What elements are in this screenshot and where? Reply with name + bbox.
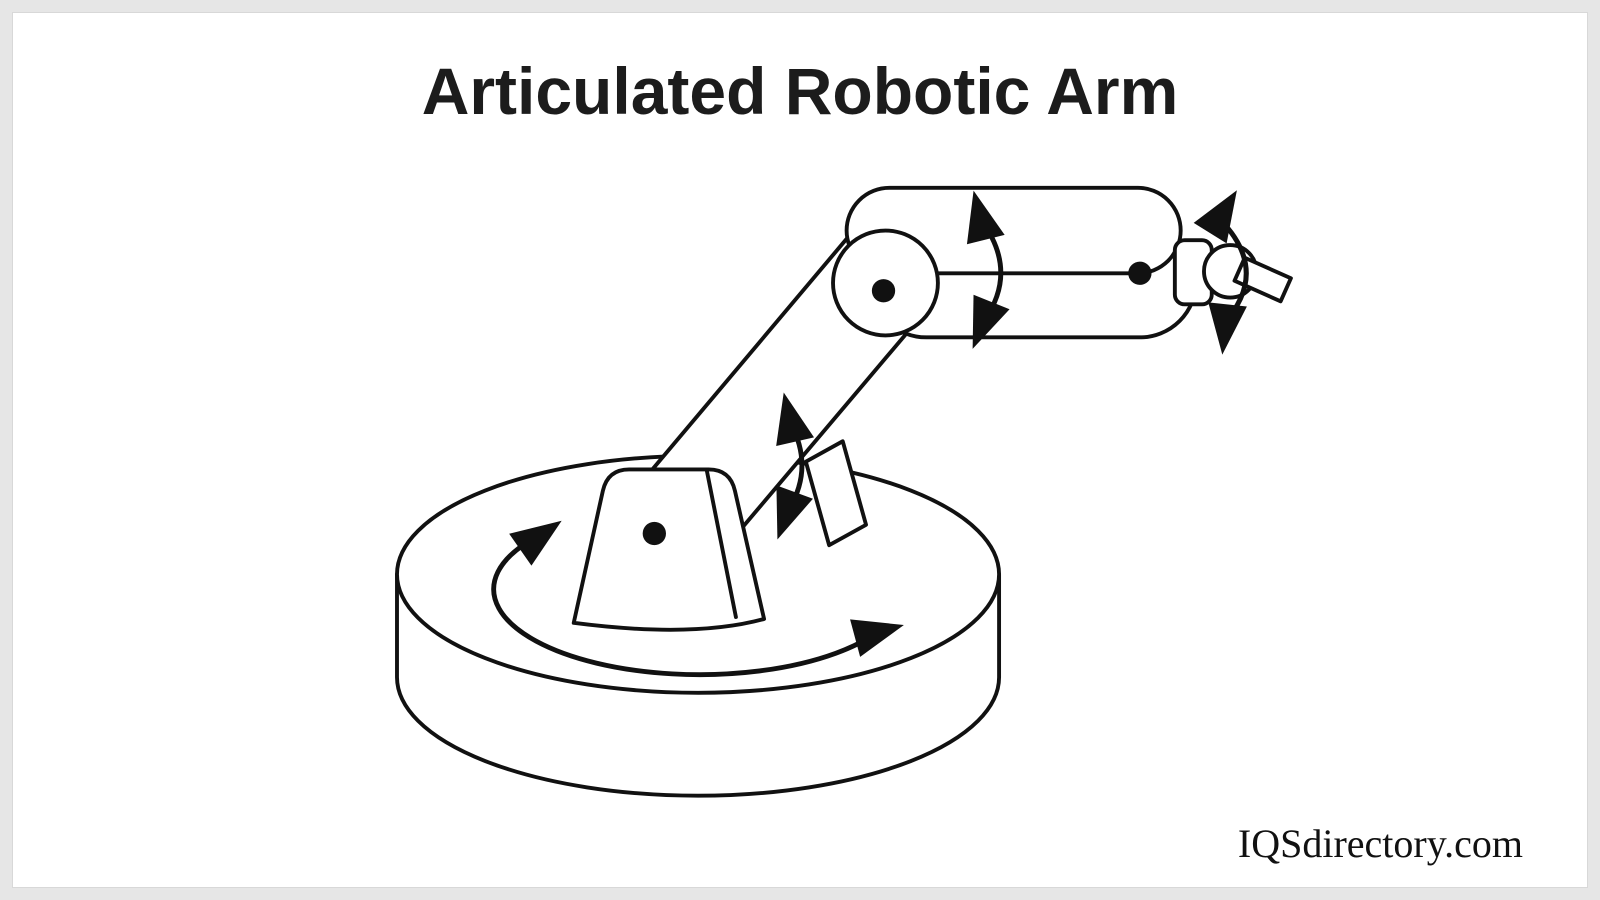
elbow-pitch-arrowhead-up (966, 190, 1005, 245)
base-rotation-arrow (491, 538, 887, 678)
shoulder-mount-side-edge (704, 468, 738, 619)
wrist-pitch-arrowhead-up (1193, 190, 1237, 244)
robot-arm-drawing (395, 185, 1293, 798)
base-rotation-arrowhead-right (850, 619, 904, 657)
elbow-pitch-arrowhead-down (972, 294, 1010, 349)
shoulder-pitch-arrowhead-up (776, 392, 815, 447)
forearm-top-face (844, 185, 1183, 276)
shoulder-pitch-arrowhead-down (776, 485, 813, 540)
diagram-canvas: Articulated Robotic Arm (12, 12, 1588, 888)
arm-support-link (803, 439, 868, 548)
wrist-pitch-arrowhead-down (1208, 302, 1247, 355)
base-rotation-arrowhead-left (509, 520, 562, 566)
diagram-title: Articulated Robotic Arm (421, 54, 1179, 128)
watermark-text: IQSdirectory.com (1237, 821, 1523, 866)
shoulder-joint-dot (642, 521, 666, 546)
elbow-joint-dot (871, 279, 896, 303)
wrist-joint-dot (1128, 261, 1152, 285)
